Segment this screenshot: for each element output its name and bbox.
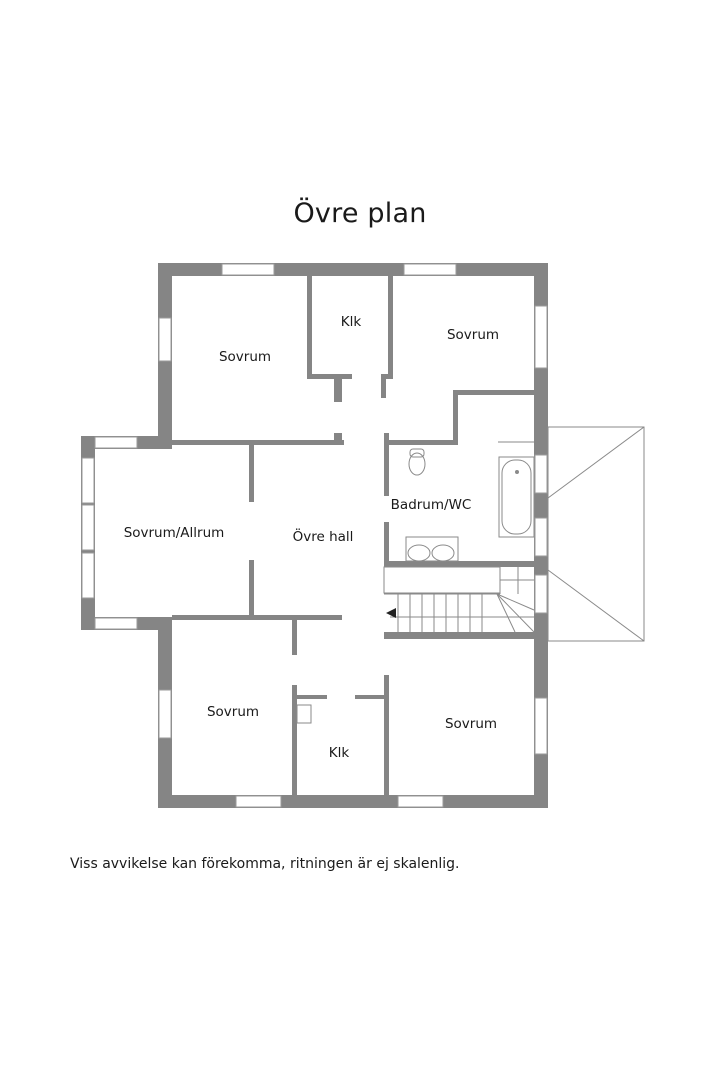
room-sovrum-nw: Sovrum (218, 349, 272, 365)
interior-walls (172, 276, 534, 795)
fixtures (296, 426, 645, 724)
room-klk-south: Klk (328, 745, 350, 761)
room-klk-north: Klk (340, 314, 362, 330)
plan-title: Övre plan (293, 198, 427, 229)
room-ovre-hall: Övre hall (292, 529, 354, 545)
room-badrum: Badrum/WC (390, 497, 472, 513)
room-sovrum-allrum: Sovrum/Allrum (123, 525, 225, 541)
windows (81, 263, 548, 808)
room-sovrum-ne: Sovrum (446, 327, 500, 343)
room-sovrum-se: Sovrum (444, 716, 498, 732)
room-sovrum-sw: Sovrum (206, 704, 260, 720)
disclaimer-text: Viss avvikelse kan förekomma, ritningen … (70, 856, 460, 872)
stair-arrow (386, 608, 396, 618)
